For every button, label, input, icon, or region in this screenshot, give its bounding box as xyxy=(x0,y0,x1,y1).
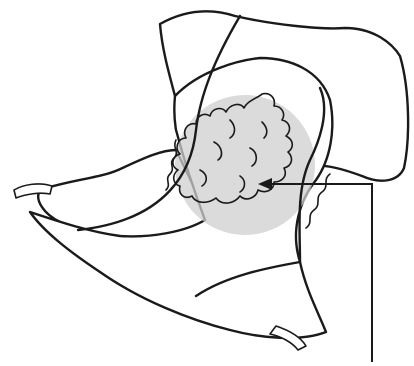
highlight-zone xyxy=(175,95,315,235)
